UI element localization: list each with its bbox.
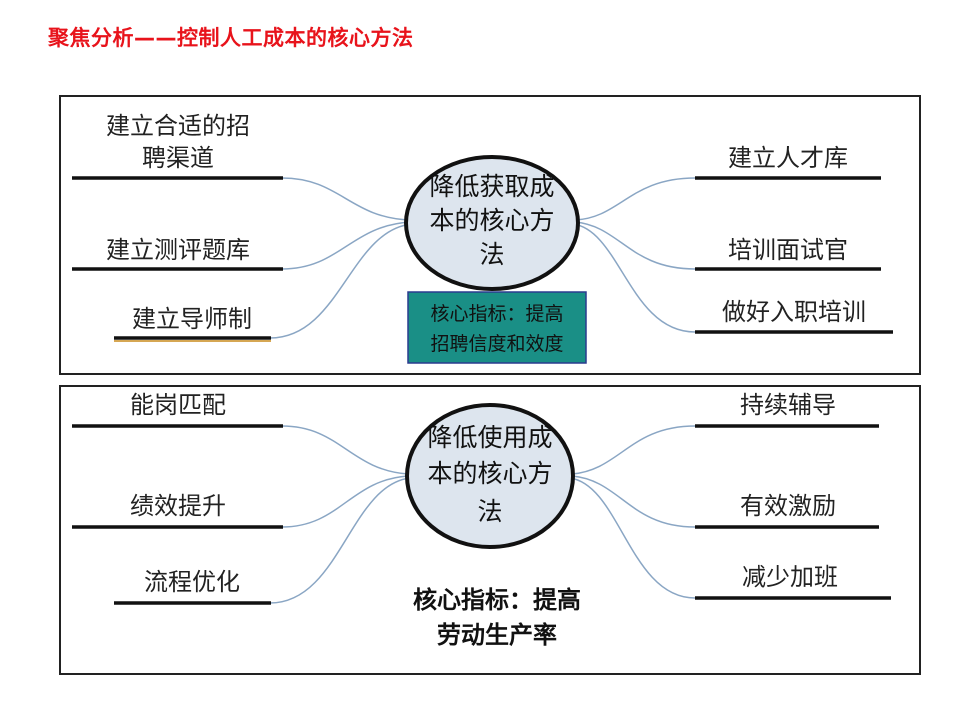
bottom-left-item-1: 能岗匹配 [130, 391, 226, 419]
bottom-mind-map: 降低使用成 本的核心方 法 能岗匹配 绩效提升 流程优化 持续辅导 有效激励 减… [72, 391, 891, 649]
connector-line [281, 425, 409, 475]
top-right-item-3: 做好入职培训 [722, 298, 866, 326]
bottom-center-circle [405, 403, 575, 549]
top-center-circle [404, 155, 580, 291]
connector-line [571, 475, 696, 528]
bottom-left-item-3: 流程优化 [144, 568, 240, 596]
bottom-right-item-3: 减少加班 [742, 563, 838, 591]
connector-line [281, 475, 409, 528]
connector-line [281, 221, 411, 270]
bottom-kpi-line-1: 核心指标：提高 [413, 586, 581, 614]
connector-line [571, 425, 696, 475]
bottom-center-line-2: 本的核心方 [427, 459, 552, 488]
connector-line [569, 477, 696, 599]
top-center-line-3: 法 [479, 240, 504, 269]
top-mind-map: 降低获取成 本的核心方 法 建立合适的招 聘渠道 建立测评题库 建立导师制 建立… [72, 112, 893, 364]
connector-line [281, 177, 411, 221]
connector-line [269, 223, 413, 339]
page-title: 聚焦分析——控制人工成本的核心方法 [48, 26, 414, 50]
top-left-item-2: 建立测评题库 [106, 236, 250, 264]
connector-line [574, 177, 696, 221]
bottom-kpi-line-2: 劳动生产率 [437, 621, 557, 649]
bottom-right-item-1: 持续辅导 [740, 391, 836, 419]
top-connectors [269, 177, 696, 339]
bottom-center-line-3: 法 [477, 497, 502, 526]
top-right-item-2: 培训面试官 [728, 236, 848, 264]
top-kpi-line-1: 核心指标：提高 [430, 303, 563, 325]
connector-line [574, 221, 696, 270]
top-right-item-1: 建立人才库 [728, 144, 848, 172]
top-center-line-1: 降低获取成 [429, 172, 554, 201]
bottom-left-item-2: 绩效提升 [130, 492, 226, 520]
bottom-connectors [269, 425, 696, 604]
connector-line [572, 223, 696, 333]
top-left-item-1-line-1: 建立合适的招 [106, 112, 250, 140]
bottom-center-line-1: 降低使用成 [427, 423, 552, 452]
bottom-right-item-2: 有效激励 [740, 492, 836, 520]
top-left-item-1-line-2: 聘渠道 [142, 144, 214, 172]
top-kpi-line-2: 招聘信度和效度 [430, 333, 563, 355]
top-left-item-3: 建立导师制 [132, 305, 252, 333]
top-center-line-2: 本的核心方 [429, 206, 554, 235]
top-kpi-box [407, 291, 587, 364]
connector-line [269, 477, 411, 604]
